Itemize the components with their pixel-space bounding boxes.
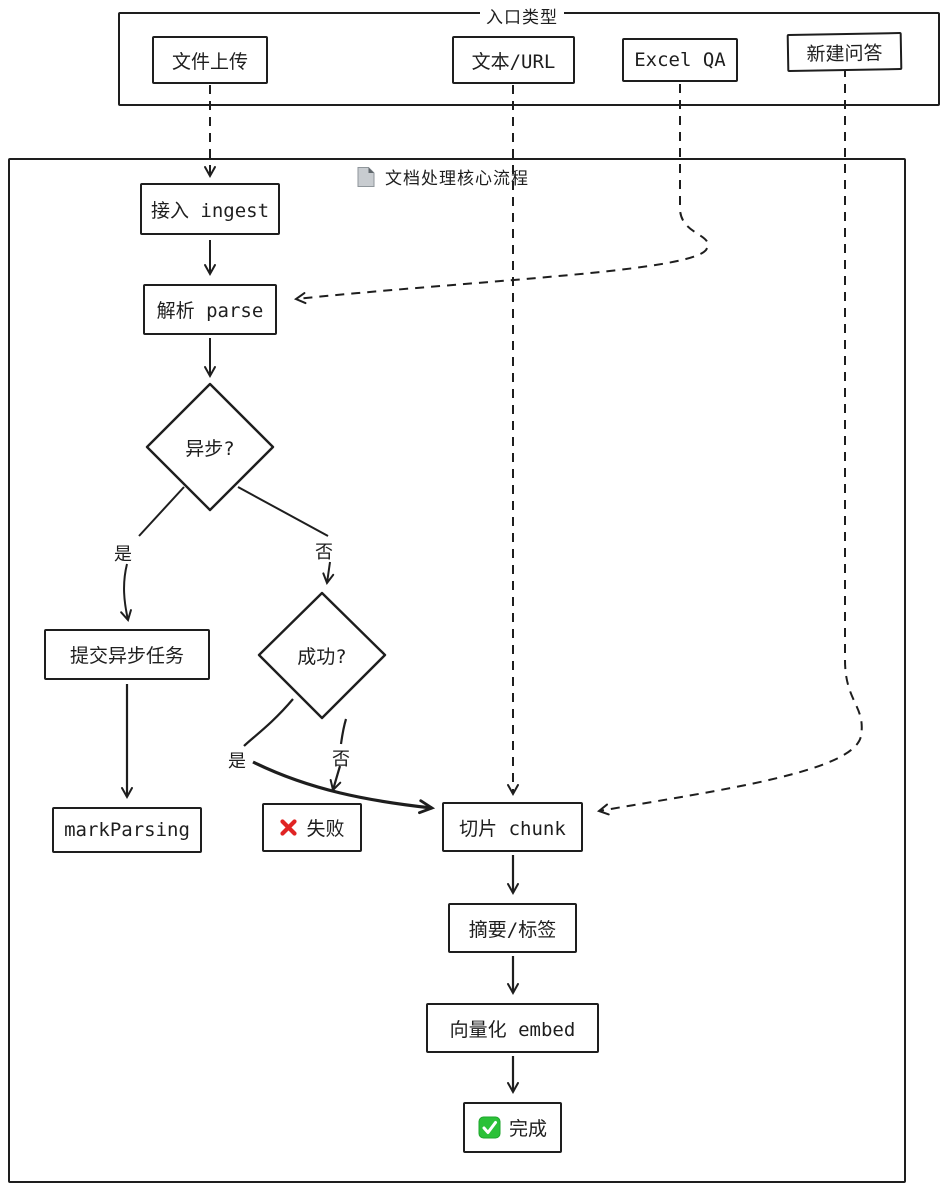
edge-async-no-lead	[237, 486, 329, 537]
edge-async-no-to-success	[322, 561, 335, 586]
node-file-upload: 文件上传	[152, 36, 268, 84]
node-mark-parsing: markParsing	[52, 807, 202, 853]
edge-success-no-to-fail	[329, 765, 342, 792]
node-label: markParsing	[64, 819, 190, 841]
node-text-url: 文本/URL	[452, 36, 575, 84]
node-label: 摘要/标签	[468, 918, 557, 941]
node-submit-async-task: 提交异步任务	[44, 629, 210, 680]
decision-async-label: 异步?	[185, 438, 235, 460]
edge-label-success-yes: 是	[228, 751, 246, 772]
node-label: 向量化 embed	[449, 1018, 576, 1041]
edge-async-yes-to-submit	[120, 563, 132, 623]
edge-new-qa-to-chunk	[596, 68, 863, 816]
node-done: 完成	[463, 1102, 562, 1153]
edge-excel-qa-to-parse	[293, 84, 709, 305]
node-chunk: 切片 chunk	[442, 802, 583, 852]
node-ingest: 接入 ingest	[140, 183, 280, 235]
document-icon	[356, 166, 376, 188]
decision-success-label: 成功?	[297, 646, 347, 668]
entry-panel-title: 入口类型	[480, 3, 564, 28]
node-fail: 失败	[262, 803, 362, 852]
fail-x-icon	[279, 818, 298, 837]
edge-success-yes-to-chunk	[252, 760, 436, 815]
node-excel-qa: Excel QA	[622, 38, 738, 82]
node-summary-tags: 摘要/标签	[448, 903, 577, 953]
node-label: 文本/URL	[471, 50, 556, 73]
node-label: 完成	[508, 1118, 547, 1140]
edge-success-no-lead	[339, 718, 348, 745]
node-parse: 解析 parse	[143, 284, 277, 335]
edge-label-async-no: 否	[315, 542, 333, 563]
core-flow-title: 文档处理核心流程	[385, 169, 529, 189]
node-label: Excel QA	[634, 49, 726, 71]
done-check-icon	[478, 1116, 501, 1139]
edge-success-yes-lead	[243, 698, 294, 747]
node-label: 失败	[306, 818, 345, 840]
core-flow-container	[8, 158, 906, 1183]
node-label: 新建问答	[806, 41, 883, 66]
edge-label-success-no: 否	[332, 749, 350, 770]
node-new-qa: 新建问答	[786, 31, 903, 73]
edge-async-yes-lead	[138, 486, 185, 537]
node-label: 提交异步任务	[69, 645, 184, 667]
node-label: 解析 parse	[156, 300, 264, 322]
node-embed: 向量化 embed	[426, 1003, 599, 1053]
node-label: 切片 chunk	[459, 817, 566, 840]
node-label: 文件上传	[171, 50, 248, 73]
decision-success-shape	[257, 591, 387, 720]
decision-async-shape	[145, 382, 275, 512]
edge-label-async-yes: 是	[114, 544, 132, 565]
node-label: 接入 ingest	[150, 199, 270, 222]
